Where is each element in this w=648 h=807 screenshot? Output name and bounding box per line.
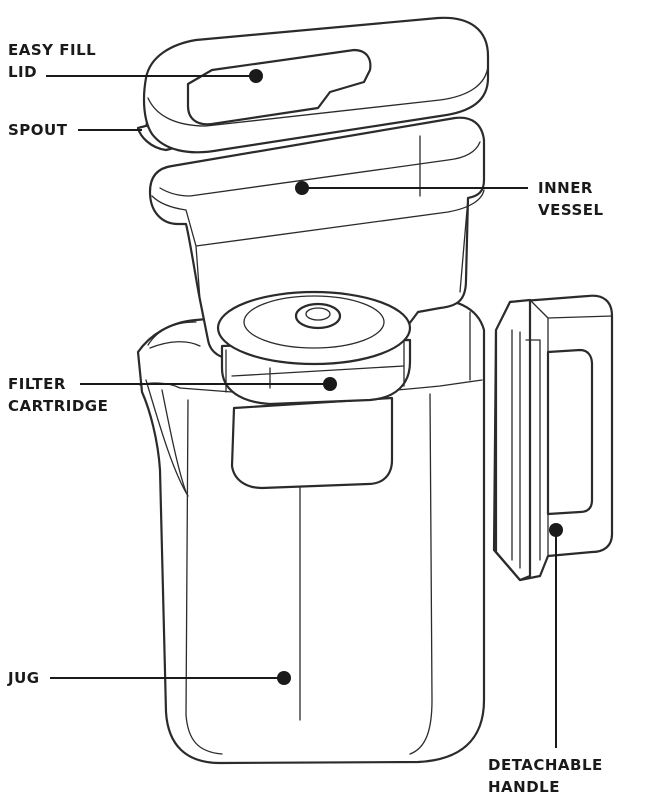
detachable-handle (492, 294, 614, 582)
label-spout: SPOUT (8, 119, 67, 141)
label-filter-cartridge-line1: FILTER (8, 375, 66, 393)
pointer-dot-filter (323, 377, 337, 391)
label-inner-vessel-line2: VESSEL (538, 201, 604, 219)
pointer-dot-jug (277, 671, 291, 685)
label-spout-line1: SPOUT (8, 121, 68, 139)
label-detachable-handle-line1: DETACHABLE (488, 756, 603, 774)
label-detachable-handle-line2: HANDLE (488, 778, 560, 796)
label-easy-fill-lid: EASY FILL LID (8, 39, 96, 83)
jug (136, 298, 486, 765)
label-inner-vessel-line1: INNER (538, 179, 593, 197)
label-easy-fill-lid-line1: EASY FILL (8, 41, 97, 59)
label-inner-vessel: INNER VESSEL (538, 177, 604, 221)
easy-fill-lid (136, 16, 490, 154)
pointer-dot-vessel (295, 181, 309, 195)
pointer-dot-handle (549, 523, 563, 537)
label-jug-line1: JUG (8, 669, 40, 687)
label-detachable-handle: DETACHABLE HANDLE (488, 754, 603, 798)
label-easy-fill-lid-line2: LID (8, 63, 38, 81)
pointer-dot-lid (249, 69, 263, 83)
label-filter-cartridge-line2: CARTRIDGE (8, 397, 109, 415)
filter-cartridge (216, 290, 412, 490)
label-filter-cartridge: FILTER CARTRIDGE (8, 373, 108, 417)
label-jug: JUG (8, 667, 40, 689)
leader-lines (46, 69, 563, 748)
